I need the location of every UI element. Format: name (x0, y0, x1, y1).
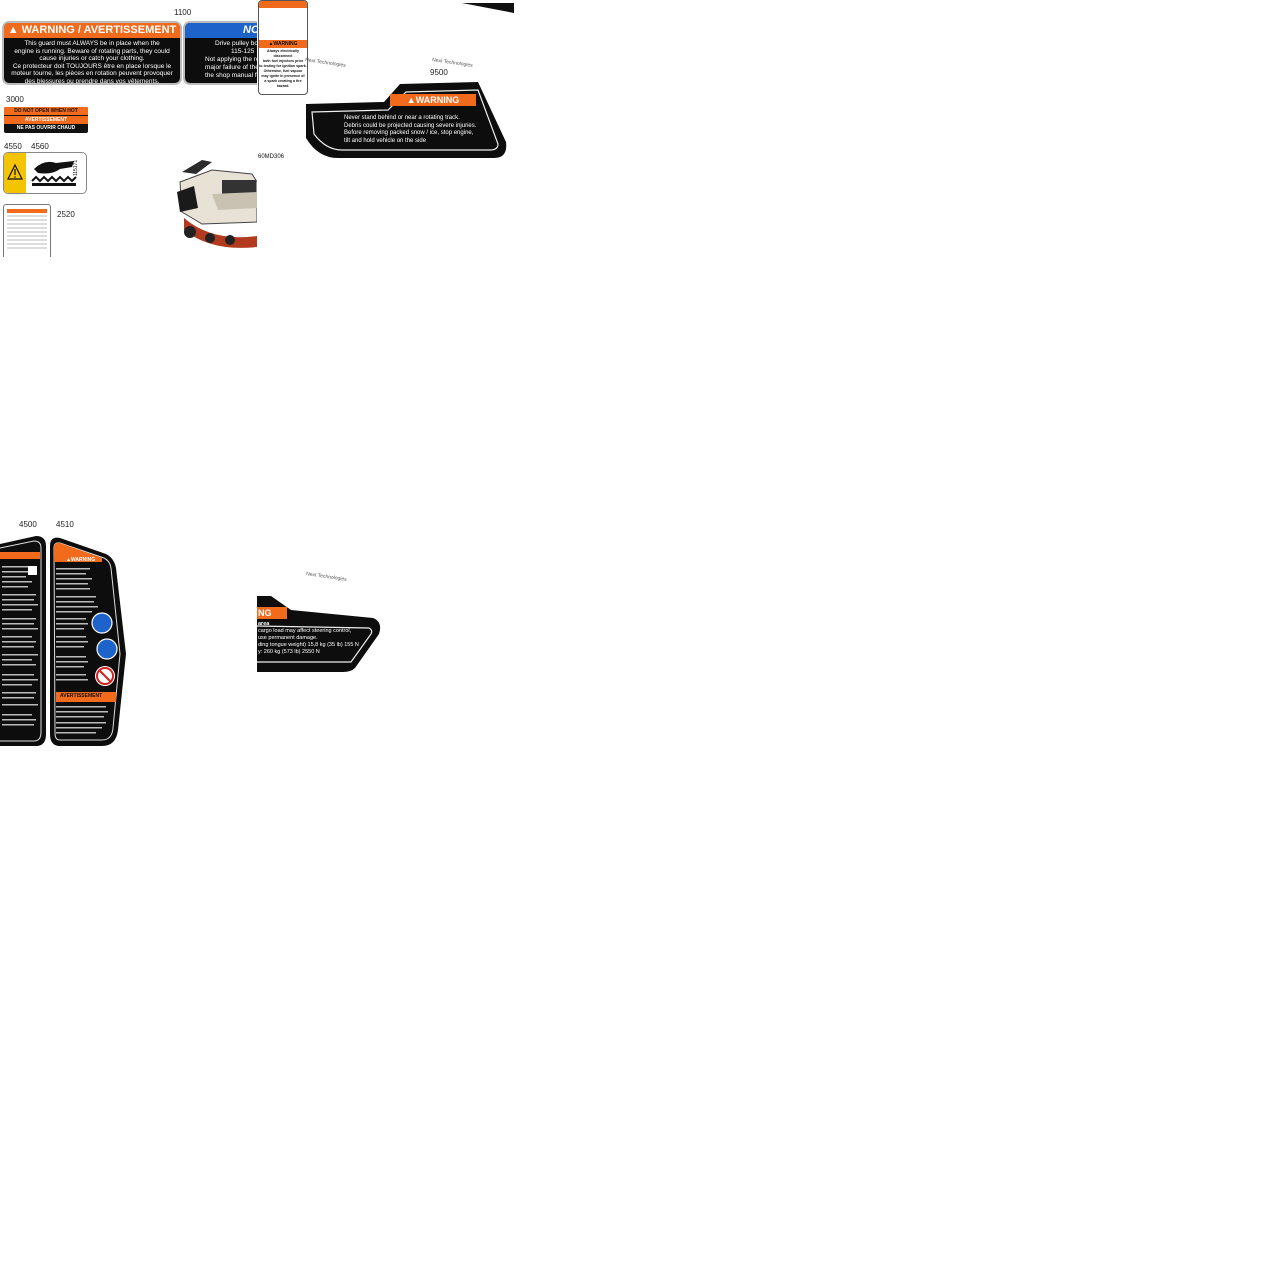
helmet-icon (91, 612, 113, 634)
decal-4510-header-fr: AVERTISSEMENT (60, 693, 103, 699)
decal-9500-shape (306, 82, 507, 158)
decal-partial-top-right (462, 0, 514, 13)
decal-4560-hand-caution: 115171 (3, 152, 87, 194)
decal-4560-code: 115171 (72, 159, 79, 177)
snowmobile-illustration (172, 152, 257, 257)
part-number-4510: 4510 (56, 520, 74, 529)
part-number-3000: 3000 (6, 95, 24, 104)
decal-9500-track-warning: ▲WARNING Never stand behind or near a ro… (298, 80, 508, 160)
decal-1100-warning: ▲ WARNING / AVERTISSEMENT This guard mus… (2, 21, 182, 85)
decal-4500-shape (0, 536, 46, 746)
decal-1100-header: ▲ WARNING / AVERTISSEMENT (4, 23, 180, 38)
passenger-icon (96, 638, 118, 660)
qr-code-icon (28, 566, 37, 575)
part-number-1100: 1100 (174, 8, 192, 17)
caution-panel (4, 153, 26, 193)
warning-triangle-icon: ▲ (7, 24, 19, 36)
decal-2520 (3, 204, 53, 257)
part-number-4550: 4550 (4, 142, 22, 151)
decal-fuel-header: ▲WARNING (259, 40, 307, 48)
part-number-2520: 2520 (57, 210, 75, 219)
decal-2520-text-lines (4, 215, 50, 257)
snowmobile-image (172, 152, 257, 257)
decal-cargo-header: NG (258, 608, 272, 618)
watermark-3: Next Technologies (305, 571, 348, 583)
part-number-4560: 4560 (31, 142, 49, 151)
part-number-9500: 9500 (430, 68, 448, 77)
decal-9500-header: ▲WARNING (406, 95, 460, 105)
decal-4510-header: ▲WARNING (66, 557, 96, 563)
part-number-4500: 4500 (19, 520, 37, 529)
warning-triangle-icon: ▲ (268, 41, 274, 47)
reference-code: 60MD306 (258, 154, 285, 160)
decal-4500 (0, 534, 48, 748)
decal-3000-hot: DO NOT OPEN WHEN HOT AVERTISSEMENT NE PA… (4, 107, 88, 133)
decal-4510-shape (50, 537, 126, 746)
decal-fuel-injector-warning: ▲WARNING Always electrically disconnect … (258, 0, 310, 96)
hand-crush-icon (31, 161, 77, 186)
decal-notice-crop: NO Drive pulley bo 115-125 Not applying … (183, 21, 257, 85)
warning-triangle-icon (7, 163, 23, 180)
warning-triangle-icon: ▲ (66, 557, 71, 563)
watermark-1: Next Technologies (304, 57, 347, 69)
decal-cargo-shape (257, 596, 381, 672)
warning-triangle-icon: ▲ (406, 95, 416, 105)
decal-4510: ▲WARNING AVERTISSEMENT (48, 534, 128, 748)
decal-cargo-warning: NG area cargo load may affect steering c… (257, 592, 383, 674)
decal-notice-header: NO (185, 23, 257, 38)
